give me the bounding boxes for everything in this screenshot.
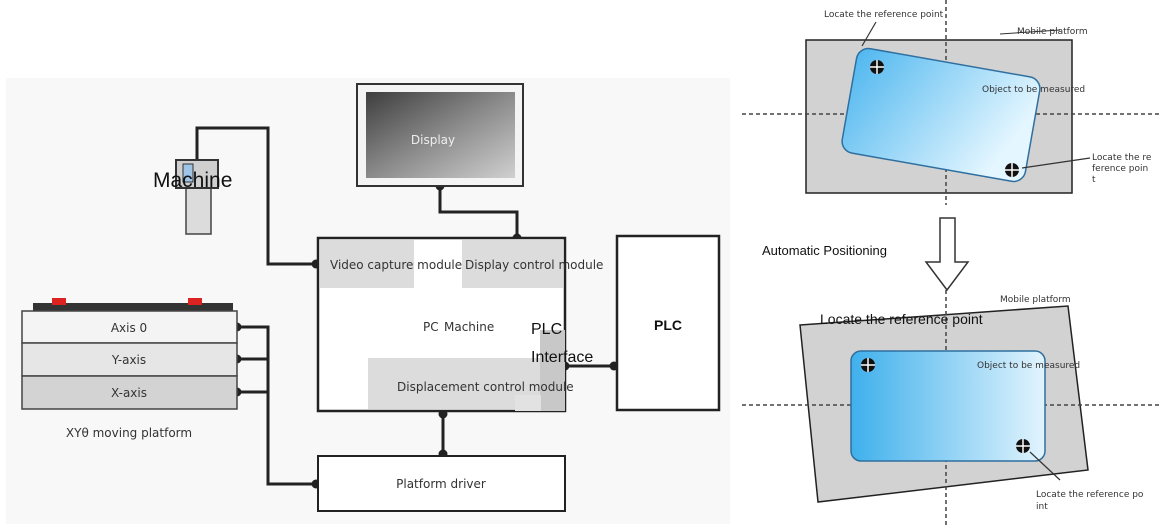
top-locate2-label-3: t [1092, 175, 1096, 185]
top-object-rect [841, 47, 1041, 183]
plc-interface-block [540, 330, 565, 411]
bottom-object-rect [850, 350, 1046, 462]
connection-lines [195, 126, 617, 486]
xaxis-label: X-axis [111, 386, 147, 400]
video-capture-module [320, 240, 414, 288]
platform-driver-box [317, 455, 566, 512]
camera-to-video-line [195, 126, 318, 266]
moving-platform [21, 298, 238, 410]
display-control-module [462, 240, 563, 288]
camera [175, 159, 219, 235]
top-locate2-label-1: Locate the re [1092, 153, 1152, 163]
bottom-object-label: Object to be measured [977, 361, 1080, 371]
top-object-label: Object to be measured [982, 85, 1085, 95]
camera-body [185, 185, 212, 235]
camera-lens-icon [182, 163, 194, 183]
platform-top-rail [33, 303, 233, 311]
automatic-positioning-label: Automatic Positioning [762, 243, 887, 258]
bottom-locate2-leader [1029, 451, 1061, 481]
bottom-reference-marks [861, 358, 1030, 453]
top-object [841, 47, 1041, 183]
top-reference-marks [870, 60, 1019, 177]
bottom-locate2-label-1: Locate the reference po [1036, 490, 1144, 500]
platform-stop-right [188, 298, 202, 305]
plc-interface-shade [515, 395, 541, 411]
platform-stop-left [52, 298, 66, 305]
top-mobile-platform-label: Mobile platform [1017, 27, 1088, 37]
bottom-locate-label: Locate the reference point [820, 311, 983, 327]
pc-label-main: Machine [444, 320, 494, 334]
top-locate2-leader [1021, 157, 1091, 169]
display-screen [366, 92, 515, 178]
platform-driver-label: Platform driver [396, 477, 486, 491]
platform-caption: XYθ moving platform [66, 426, 192, 440]
top-locate2-label-2: ference poin [1092, 164, 1148, 174]
pc-label-prefix: PC [423, 320, 439, 334]
display-monitor [356, 83, 524, 187]
yaxis-bar [21, 342, 238, 377]
down-arrow-icon [924, 217, 970, 292]
plc-interface-label-2: Interface [531, 349, 593, 366]
video-module-label: Video capture module [330, 258, 462, 272]
bottom-mobile-platform-label: Mobile platform [1000, 295, 1071, 305]
axis0-label: Axis 0 [111, 321, 147, 335]
top-locate-leader [861, 21, 877, 47]
camera-label: Machine [153, 169, 232, 192]
displacement-module-label: Displacement control module [397, 380, 574, 394]
display-label: Display [411, 133, 455, 147]
plc-label: PLC [654, 317, 682, 333]
top-platform-leader [999, 29, 1061, 35]
display-module-label: Display control module [465, 258, 603, 272]
yaxis-label: Y-axis [111, 353, 146, 367]
xaxis-bar [21, 375, 238, 410]
plc-box [615, 234, 721, 412]
axis0-bar [21, 310, 238, 344]
axis0-to-driver-line [237, 325, 318, 486]
display-to-pc-line [438, 186, 519, 238]
bottom-locate2-label-2: int [1036, 502, 1048, 512]
top-locate-label: Locate the reference point [824, 10, 944, 20]
plc-interface-label-1: PLC [531, 321, 562, 338]
